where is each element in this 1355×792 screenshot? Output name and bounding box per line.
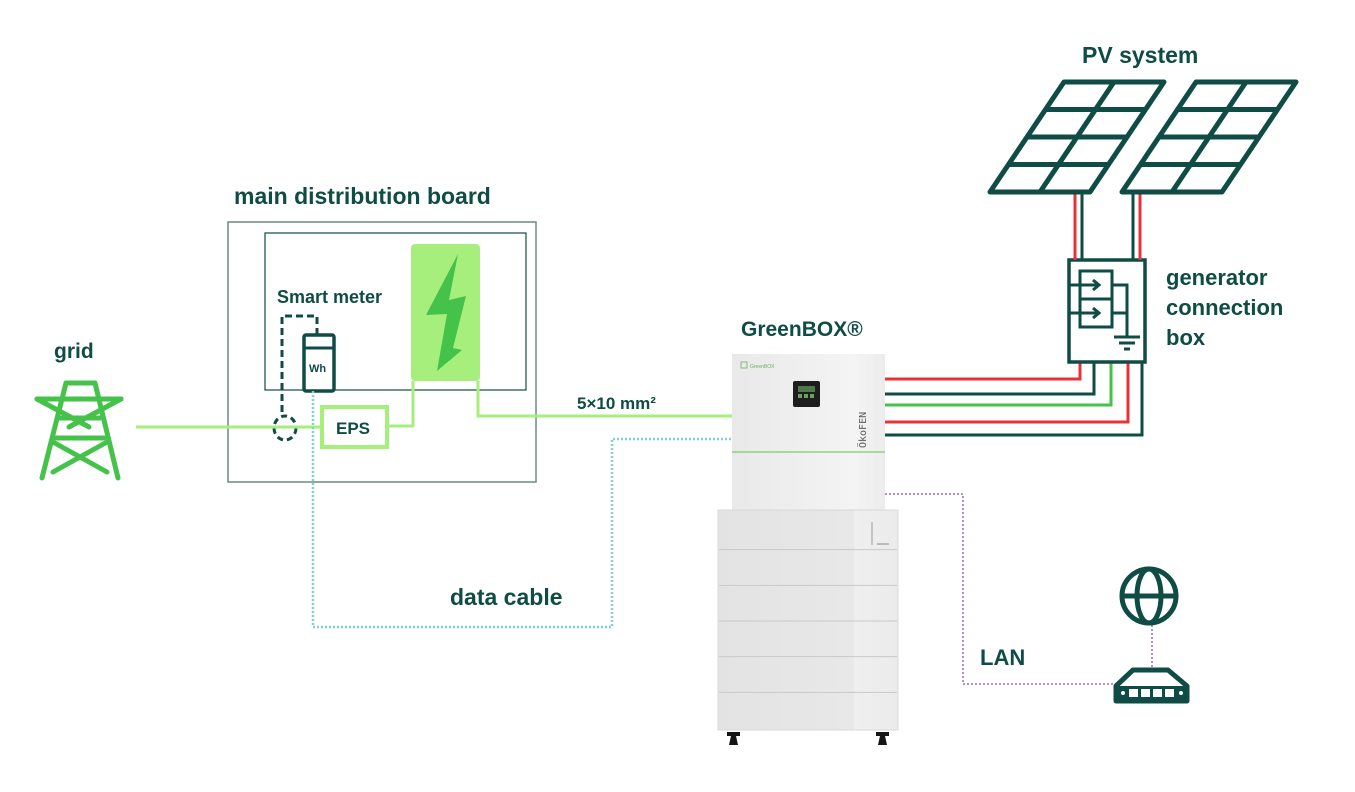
- lan-cable-line: [885, 493, 1116, 685]
- data-cable-label: data cable: [450, 584, 563, 610]
- router-port: [1165, 689, 1174, 697]
- eps-to-consumers-line: [387, 381, 415, 428]
- greenbox-inverter-unit: [732, 354, 885, 511]
- grid-label: grid: [54, 340, 94, 363]
- cable-spec-label: 5×10 mm²: [577, 394, 656, 413]
- pv-system-label: PV system: [1082, 42, 1198, 68]
- power-pylon-icon: [34, 380, 124, 481]
- lan-label: LAN: [980, 645, 1025, 670]
- smart-meter-label: Smart meter: [277, 287, 382, 307]
- current-sensor-lead: [280, 314, 319, 412]
- dc-wire-red-2: [885, 362, 1130, 424]
- distribution-panel-inner: [264, 232, 527, 391]
- pv-system: [987, 79, 1299, 195]
- main-distribution-board-label: main distribution board: [234, 183, 491, 209]
- dc-wiring-bundle: [885, 362, 1144, 437]
- pv-string-wires: [1073, 193, 1142, 260]
- main-distribution-board-enclosure: [227, 221, 537, 483]
- generator-box-label-line2: connection: [1166, 295, 1283, 320]
- svg-text:GreenBOX: GreenBOX: [750, 364, 775, 370]
- dc-wire-green: [885, 362, 1113, 407]
- generator-box-label-line1: generator: [1166, 265, 1268, 290]
- consumers-block: [411, 244, 480, 381]
- solar-panel-icon: [987, 79, 1167, 195]
- dc-wire-red-1: [885, 362, 1082, 381]
- battery-foot-right: [876, 732, 889, 745]
- generator-box-label-line3: box: [1166, 325, 1206, 350]
- solar-panel-icon: [1119, 79, 1299, 195]
- globe-icon: [1119, 566, 1179, 626]
- greenbox-device: GreenBOX ÖkoFEN: [717, 354, 899, 745]
- eps-label: EPS: [336, 419, 370, 438]
- oekofen-side-brand: ÖkoFEN: [856, 412, 869, 448]
- greenbox-label: GreenBOX®: [741, 318, 863, 341]
- battery-tower: [717, 509, 899, 731]
- router-icon: [1113, 667, 1190, 704]
- dc-wire-teal-1: [885, 362, 1096, 396]
- data-cable-line: [311, 391, 732, 629]
- router-port: [1141, 689, 1150, 697]
- dc-wire-teal-2: [885, 362, 1144, 437]
- battery-foot-left: [727, 732, 740, 745]
- generator-box-icon: [1067, 258, 1147, 364]
- meter-unit: Wh: [309, 363, 326, 375]
- battery-module-dividers: [719, 549, 897, 693]
- ac-cable-to-greenbox: [476, 381, 732, 418]
- router-port: [1129, 689, 1138, 697]
- router-port: [1153, 689, 1162, 697]
- lightning-bolt-icon: [426, 254, 466, 371]
- greenbox-logo: GreenBOX: [740, 361, 775, 370]
